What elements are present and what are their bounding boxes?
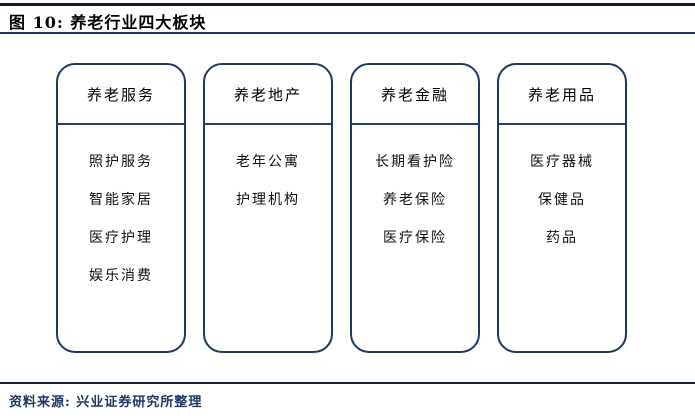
top-rule — [0, 3, 695, 6]
figure-title: 图 10: 养老行业四大板块 — [9, 13, 207, 32]
sector-box-items: 医疗器械保健品药品 — [499, 125, 625, 257]
bottom-rule — [0, 382, 695, 384]
sector-box-item: 智能家居 — [89, 192, 153, 208]
sector-box-header: 养老服务 — [58, 65, 184, 125]
sector-box-2: 养老金融长期看护险养老保险医疗保险 — [350, 63, 480, 353]
sector-box-3: 养老用品医疗器械保健品药品 — [497, 63, 627, 353]
sector-boxes: 养老服务照护服务智能家居医疗护理娱乐消费养老地产老年公寓护理机构养老金融长期看护… — [56, 63, 627, 353]
sector-box-item: 护理机构 — [236, 192, 300, 208]
sector-box-item: 老年公寓 — [236, 154, 300, 170]
sector-box-item: 养老保险 — [383, 192, 447, 208]
sector-box-1: 养老地产老年公寓护理机构 — [203, 63, 333, 353]
sector-box-items: 长期看护险养老保险医疗保险 — [352, 125, 478, 257]
sector-box-header: 养老地产 — [205, 65, 331, 125]
sector-box-item: 药品 — [546, 230, 578, 246]
sector-box-items: 照护服务智能家居医疗护理娱乐消费 — [58, 125, 184, 295]
source-line: 资料来源: 兴业证券研究所整理 — [9, 395, 203, 410]
title-rule — [0, 32, 695, 34]
sector-box-item: 娱乐消费 — [89, 268, 153, 284]
sector-box-items: 老年公寓护理机构 — [205, 125, 331, 219]
sector-box-0: 养老服务照护服务智能家居医疗护理娱乐消费 — [56, 63, 186, 353]
sector-box-header: 养老用品 — [499, 65, 625, 125]
sector-box-item: 医疗保险 — [383, 230, 447, 246]
sector-box-item: 长期看护险 — [375, 154, 455, 170]
sector-box-item: 保健品 — [538, 192, 586, 208]
sector-box-item: 照护服务 — [89, 154, 153, 170]
sector-box-item: 医疗器械 — [530, 154, 594, 170]
sector-box-item: 医疗护理 — [89, 230, 153, 246]
sector-box-header: 养老金融 — [352, 65, 478, 125]
